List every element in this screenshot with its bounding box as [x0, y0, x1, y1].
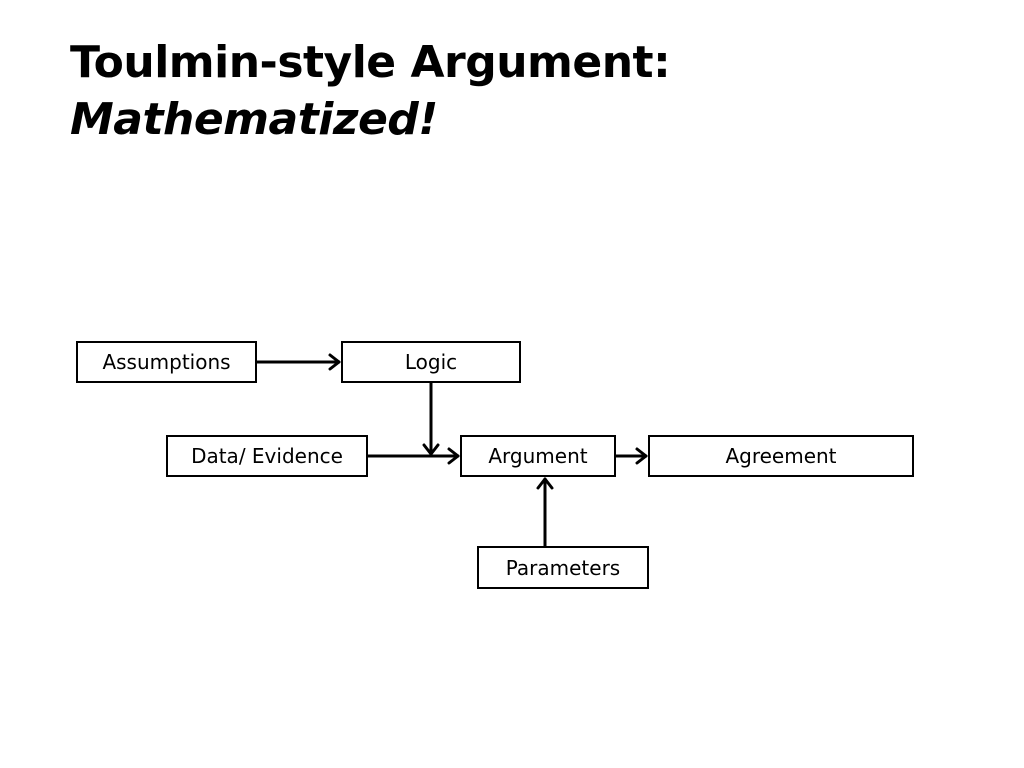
- arrow-assumptions-to-logic: [255, 353, 341, 371]
- title-line-2: Mathematized!: [70, 94, 438, 145]
- title-line-1: Toulmin-style Argument:: [70, 37, 671, 88]
- node-data-evidence: Data/ Evidence: [166, 435, 368, 477]
- node-parameters-label: Parameters: [505, 555, 621, 580]
- arrow-parameters-to-argument: [536, 477, 554, 548]
- node-data-evidence-label: Data/ Evidence: [191, 444, 343, 468]
- node-agreement: Agreement: [648, 435, 914, 477]
- node-agreement-label: Agreement: [725, 444, 837, 468]
- node-argument: Argument: [460, 435, 616, 477]
- node-logic: Logic: [341, 341, 521, 383]
- node-assumptions-label: Assumptions: [102, 350, 231, 374]
- node-assumptions: Assumptions: [76, 341, 257, 383]
- arrow-logic-to-argument: [422, 381, 440, 456]
- node-logic-label: Logic: [404, 350, 458, 374]
- arrow-data-to-argument: [366, 447, 460, 465]
- arrow-argument-to-agreement: [614, 447, 648, 465]
- node-parameters: Parameters: [477, 546, 649, 589]
- slide-title: Toulmin-style Argument: Mathematized!: [70, 34, 970, 148]
- node-argument-label: Argument: [488, 444, 588, 468]
